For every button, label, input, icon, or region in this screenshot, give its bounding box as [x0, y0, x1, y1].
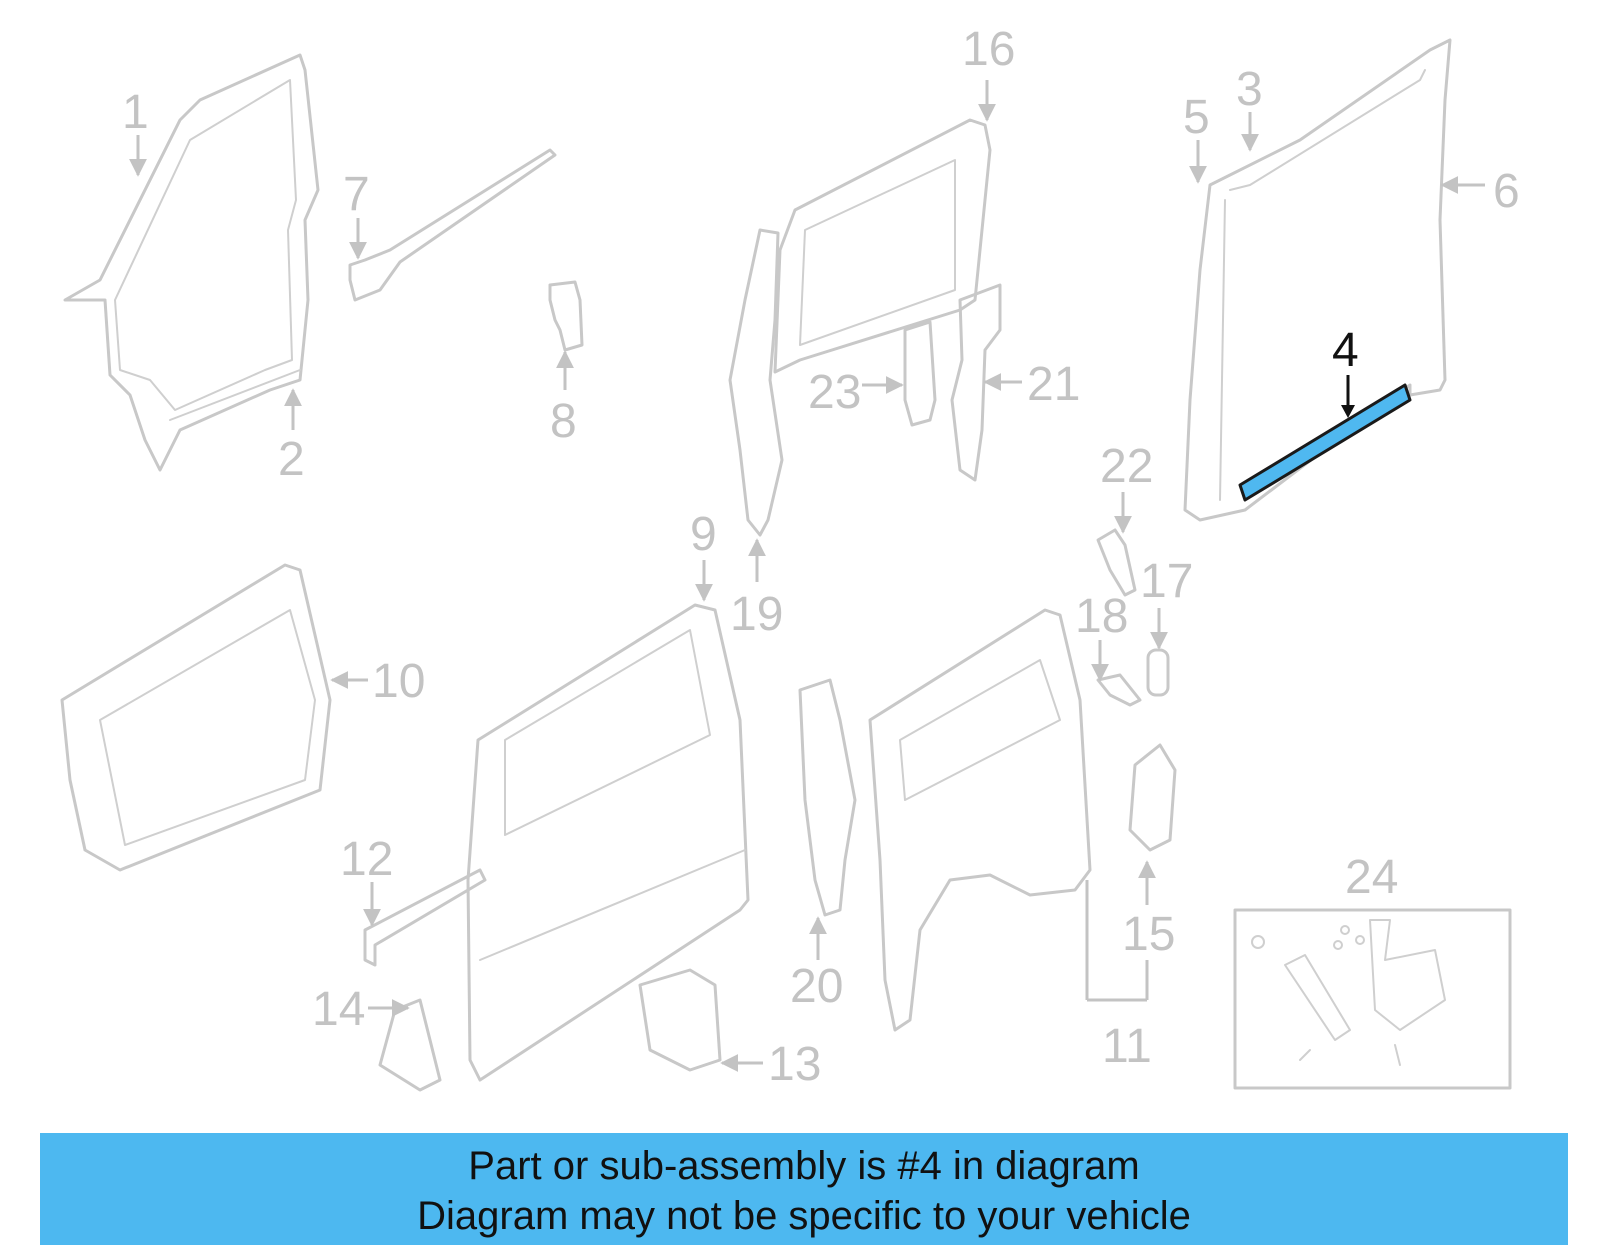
callout-18: 18	[1075, 590, 1128, 643]
banner-line-part-number: Part or sub-assembly is #4 in diagram	[468, 1144, 1140, 1188]
part-20-pillar	[798, 678, 857, 917]
part-4-rocker-sill-highlighted: 4	[1238, 324, 1412, 502]
part-15-bracket	[1128, 743, 1177, 852]
part-8-bracket	[548, 280, 584, 352]
callout-5: 5	[1183, 91, 1210, 144]
callout-20: 20	[790, 960, 843, 1013]
part-13-panel	[638, 968, 722, 1072]
part-16-upper-panel	[773, 118, 992, 374]
part-17-clip	[1146, 648, 1170, 697]
callout-16: 16	[962, 23, 1015, 76]
callout-22: 22	[1100, 440, 1153, 493]
callout-6: 6	[1493, 165, 1520, 218]
callout-13: 13	[768, 1038, 821, 1091]
callout-19: 19	[730, 588, 783, 641]
callout-9: 9	[690, 508, 717, 561]
callout-2: 2	[278, 433, 305, 486]
callout-3: 3	[1236, 63, 1263, 116]
info-banner: Part or sub-assembly is #4 in diagram Di…	[40, 1133, 1568, 1245]
banner-line-disclaimer: Diagram may not be specific to your vehi…	[417, 1194, 1191, 1238]
callout-1: 1	[122, 86, 149, 139]
part-21-bracket	[950, 283, 1002, 482]
part-12-rail	[363, 868, 487, 967]
part-7-molding	[348, 148, 557, 302]
part-1-front-door-frame	[63, 53, 320, 472]
part-3-5-6-rear-opening-frame	[1183, 38, 1452, 522]
callout-8: 8	[550, 395, 577, 448]
part-18-clip	[1096, 673, 1142, 707]
part-9-sliding-door	[466, 603, 750, 1082]
callout-24: 24	[1345, 851, 1398, 904]
callout-21: 21	[1027, 358, 1080, 411]
callout-17: 17	[1140, 555, 1193, 608]
callout-11: 11	[1102, 1020, 1152, 1073]
part-19-pillar	[728, 228, 784, 537]
callout-12: 12	[340, 833, 393, 886]
part-23-bracket	[903, 320, 937, 427]
part-11-quarter-panel	[868, 608, 1092, 1032]
callout-10: 10	[372, 655, 425, 708]
callouts: 1 2 3 5 6 7 8 9 10 11 12 13 14 15 16 17	[122, 23, 1520, 1091]
callout-4: 4	[1332, 324, 1359, 377]
part-10-side-panel	[60, 563, 332, 872]
part-14-bracket	[378, 998, 442, 1092]
callout-14: 14	[312, 983, 365, 1036]
part-22-bracket	[1096, 528, 1137, 597]
callout-7: 7	[343, 168, 370, 221]
part-24-hardware-kit	[1233, 908, 1512, 1090]
callout-15: 15	[1122, 908, 1175, 961]
callout-23: 23	[808, 366, 861, 419]
